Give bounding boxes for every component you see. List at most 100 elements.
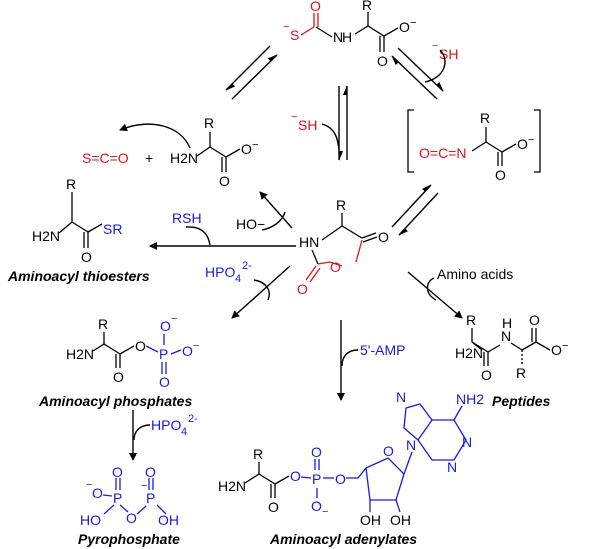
thiocarbamate-molecule: − S O N H R O O − xyxy=(283,0,416,69)
thioester-sr: SR xyxy=(103,221,122,237)
svg-text:−: − xyxy=(562,340,568,352)
svg-text:R: R xyxy=(466,312,476,328)
svg-text:O: O xyxy=(551,342,562,358)
reagent-hpo4-left: HPO 4 2- xyxy=(205,260,252,285)
reagent-amino-acids: Amino acids xyxy=(437,266,513,282)
svg-text:R: R xyxy=(516,365,526,381)
thiocarbamate-h: H xyxy=(342,29,352,45)
svg-text:−: − xyxy=(528,134,534,146)
svg-text:O: O xyxy=(159,374,170,390)
svg-text:−: − xyxy=(86,479,92,491)
adenylate-molecule: R H2N O O P O O − O O OH OH N N N N xyxy=(218,389,484,547)
svg-text:R: R xyxy=(253,446,263,462)
svg-text:O: O xyxy=(529,312,540,328)
svg-text:HPO: HPO xyxy=(151,417,181,433)
svg-text:O: O xyxy=(160,318,171,334)
nca-o-bottom: O xyxy=(297,281,308,297)
svg-text:H2N: H2N xyxy=(32,228,60,244)
svg-text:N: N xyxy=(396,389,406,405)
thiocarbamate-carbonyl-o: O xyxy=(310,0,321,14)
svg-text:N: N xyxy=(406,437,416,453)
peptide-molecule: R H2N O N H R O O − Peptides xyxy=(455,312,568,409)
svg-text:O: O xyxy=(481,367,492,383)
svg-text:O: O xyxy=(311,498,322,514)
svg-text:O: O xyxy=(145,464,156,480)
isocyanate-oco: O=C=N xyxy=(419,145,466,161)
cos-plus-amino-acid: S=C=O + H2N R O O − xyxy=(82,115,258,189)
svg-text:O: O xyxy=(126,510,137,526)
svg-text:O: O xyxy=(383,443,394,459)
svg-text:−: − xyxy=(193,340,199,352)
amine-h2n: H2N xyxy=(170,150,198,166)
svg-text:O: O xyxy=(135,338,146,354)
svg-text:R: R xyxy=(66,176,76,192)
svg-text:−: − xyxy=(171,313,177,325)
caption-peptides: Peptides xyxy=(492,393,551,409)
svg-text:O: O xyxy=(219,173,230,189)
svg-text:R: R xyxy=(98,316,108,332)
amine-r: R xyxy=(204,115,214,131)
svg-text:P: P xyxy=(146,490,155,506)
pyrophosphate-molecule: − O P O O P O − HO OH Pyrophosphate xyxy=(78,464,180,547)
thiocarbamate-o1: O xyxy=(377,53,388,69)
svg-text:−: − xyxy=(322,506,328,518)
thiocarbamate-o2-charge: − xyxy=(410,17,416,29)
svg-text:−: − xyxy=(252,139,258,151)
svg-text:N: N xyxy=(501,328,511,344)
thioester-molecule: R H2N O SR Aminoacyl thioesters xyxy=(7,176,150,284)
svg-text:O: O xyxy=(311,444,322,460)
reagent-rsh: RSH xyxy=(172,210,202,226)
svg-text:R: R xyxy=(480,110,490,126)
thiocarbamate-o2: O xyxy=(399,19,410,35)
svg-text:O: O xyxy=(182,343,193,359)
svg-text:H2N: H2N xyxy=(455,345,483,361)
svg-text:−: − xyxy=(141,480,147,492)
svg-text:4: 4 xyxy=(235,273,241,285)
svg-text:O: O xyxy=(241,141,252,157)
svg-text:N: N xyxy=(462,434,472,450)
thiocarbamate-s-charge: − xyxy=(283,21,289,33)
plus-sign: + xyxy=(145,150,153,166)
svg-text:P: P xyxy=(159,346,168,362)
caption-adenylates: Aminoacyl adenylates xyxy=(269,531,417,547)
reagent-5-amp: 5'-AMP xyxy=(360,342,405,358)
svg-text:2-: 2- xyxy=(188,413,198,425)
cos-label: S=C=O xyxy=(82,150,129,166)
svg-text:O: O xyxy=(268,499,279,515)
svg-text:O: O xyxy=(112,464,123,480)
reagent-sh-center: − SH xyxy=(291,111,317,133)
thiocarbamate-r: R xyxy=(362,0,372,13)
svg-text:−: − xyxy=(432,40,438,52)
svg-text:SH: SH xyxy=(439,46,458,62)
svg-text:O: O xyxy=(290,468,301,484)
svg-text:OH: OH xyxy=(360,512,381,528)
svg-text:N: N xyxy=(447,459,457,475)
svg-text:O: O xyxy=(495,167,506,183)
svg-text:O: O xyxy=(92,485,103,501)
nca-hn: HN xyxy=(299,234,319,250)
adenine-nh2: NH2 xyxy=(456,391,484,407)
svg-text:4: 4 xyxy=(181,426,187,438)
reagent-ho-minus: HO− xyxy=(236,216,265,232)
isocyanate-intermediate: O=C=N R O O − xyxy=(407,109,541,183)
svg-text:P: P xyxy=(312,471,321,487)
svg-text:OH: OH xyxy=(390,512,411,528)
svg-text:−: − xyxy=(291,111,297,123)
thiocarbamate-s: S xyxy=(290,27,299,43)
svg-text:H2N: H2N xyxy=(66,346,94,362)
nca-o-ring: O xyxy=(330,259,341,275)
hydrosulfide-right: − SH xyxy=(432,40,458,62)
nca-molecule: R HN O O O xyxy=(297,197,389,297)
svg-text:O: O xyxy=(81,249,92,265)
svg-text:O: O xyxy=(113,369,124,385)
svg-text:O: O xyxy=(517,136,528,152)
thiocarbamate-nh: N xyxy=(333,29,343,45)
svg-text:P: P xyxy=(113,490,122,506)
svg-text:HO: HO xyxy=(80,512,101,528)
reaction-arrows xyxy=(119,45,463,461)
svg-text:O: O xyxy=(335,471,346,487)
caption-phosphates: Aminoacyl phosphates xyxy=(38,393,192,409)
reagent-hpo4-lower: HPO 4 2- xyxy=(151,413,198,438)
phosphate-molecule: R H2N O O P O − O − O Aminoacyl phosphat… xyxy=(38,313,199,409)
